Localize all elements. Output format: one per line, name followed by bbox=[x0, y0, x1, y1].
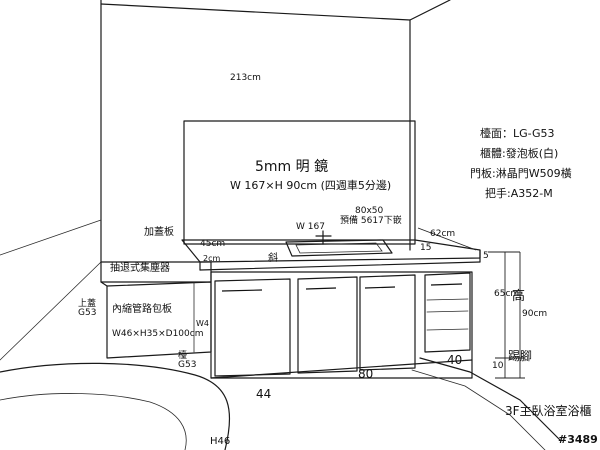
mirror-size: W 167×H 90cm (四週車5分邊) bbox=[230, 179, 392, 192]
left-gap-label: 45cm bbox=[200, 239, 226, 249]
faucet-width-label: W 167 bbox=[296, 222, 325, 232]
front-mark-label: 斜 bbox=[268, 253, 278, 264]
bottom-44-label: 44 bbox=[256, 387, 272, 401]
vanity-cabinet bbox=[210, 271, 473, 379]
room-label: 3F主臥浴室浴櫃 bbox=[505, 404, 592, 418]
right-depth-label: 62cm bbox=[430, 229, 456, 239]
left-note-g53: 檯 G53 bbox=[178, 351, 197, 370]
bottom-40-label: 40 bbox=[447, 353, 463, 367]
backsplash-label: 5 bbox=[483, 251, 489, 261]
door-gap-label: W4 bbox=[196, 319, 209, 328]
left-pipe-box bbox=[100, 261, 212, 359]
height-90-label: 90cm bbox=[522, 309, 548, 319]
toe-kick-label: 踢腳 bbox=[508, 349, 533, 363]
top-left-thick-label: 2cm bbox=[203, 254, 221, 263]
bathtub bbox=[0, 362, 231, 450]
pipe-box-size: W46×H35×D100cm bbox=[112, 329, 204, 339]
height-label: 高 bbox=[512, 289, 526, 304]
pipe-box-label: 內縮管路包板 bbox=[112, 304, 172, 315]
right-depth-dimension bbox=[417, 227, 477, 251]
height-dimension bbox=[488, 251, 525, 379]
bottom-80-label: 80 bbox=[358, 367, 374, 381]
sink-sub-label: 預備 5617下嵌 bbox=[340, 216, 402, 226]
mirror-outline bbox=[183, 120, 416, 245]
note-cabinet-body: 櫃體:發泡板(白) bbox=[480, 147, 559, 160]
sketch-id: #3489 bbox=[558, 433, 598, 446]
cover-board-label: 加蓋板 bbox=[144, 227, 174, 238]
note-handle: 把手:A352-M bbox=[485, 187, 553, 200]
note-door: 門板:淋晶門W509橫 bbox=[470, 167, 572, 180]
mirror-title: 5mm 明 鏡 bbox=[255, 159, 329, 175]
ceiling-width-label: 213cm bbox=[230, 73, 261, 83]
height-65-label: 65cm bbox=[494, 289, 520, 299]
right-stub-label: 15 bbox=[420, 243, 432, 253]
room-walls bbox=[0, 0, 451, 361]
sink bbox=[285, 230, 393, 257]
toe-kick-10: 10 bbox=[492, 361, 504, 371]
side-note-g53: 上蓋 G53 bbox=[78, 299, 97, 318]
floor-line bbox=[411, 357, 561, 450]
sink-size-label: 80x50 bbox=[355, 206, 384, 216]
note-countertop: 檯面：LG-G53 bbox=[480, 127, 555, 140]
pump-label: 抽退式集塵器 bbox=[110, 263, 170, 274]
bottom-left-label: H46 bbox=[210, 436, 231, 447]
